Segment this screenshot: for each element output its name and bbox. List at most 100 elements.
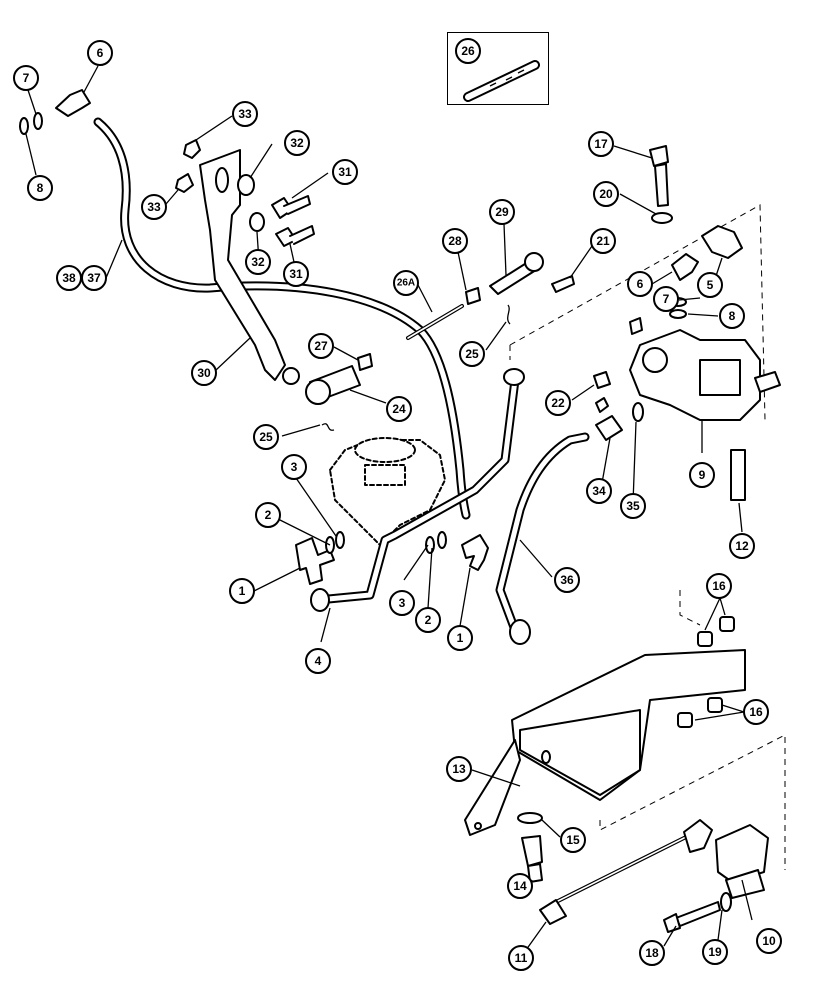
tube-12: [730, 449, 746, 501]
svg-text:13: 13: [452, 762, 466, 776]
svg-text:12: 12: [735, 539, 749, 553]
svg-text:22: 22: [551, 396, 565, 410]
callout-16: 16: [706, 573, 732, 599]
part-13-support-bracket: [464, 649, 746, 836]
svg-text:25: 25: [465, 347, 479, 361]
callout-32: 32: [284, 130, 310, 156]
callout-14: 14: [507, 873, 533, 899]
svg-text:34: 34: [592, 484, 606, 498]
callout-34: 34: [586, 478, 612, 504]
callout-21: 21: [590, 228, 616, 254]
svg-text:26A: 26A: [397, 278, 415, 289]
bolt-17-washer-20: [649, 145, 673, 224]
callout-3: 3: [281, 454, 307, 480]
svg-text:6: 6: [637, 277, 644, 291]
bushings-16: [677, 616, 735, 728]
callout-29: 29: [489, 199, 515, 225]
callout-6: 6: [627, 271, 653, 297]
washer-15-bolt-14: [517, 812, 543, 883]
svg-text:32: 32: [290, 136, 304, 150]
svg-text:37: 37: [87, 271, 101, 285]
svg-text:29: 29: [495, 205, 509, 219]
svg-text:7: 7: [663, 292, 670, 306]
svg-text:24: 24: [392, 402, 406, 416]
callout-37: 37: [81, 265, 107, 291]
callout-17: 17: [588, 131, 614, 157]
svg-text:3: 3: [291, 460, 298, 474]
callout-2: 2: [255, 502, 281, 528]
svg-text:4: 4: [315, 654, 322, 668]
pipe-4: [310, 368, 525, 612]
callout-8: 8: [27, 175, 53, 201]
callout-22: 22: [545, 390, 571, 416]
svg-text:16: 16: [712, 579, 726, 593]
callout-19: 19: [702, 939, 728, 965]
part-26-coupling: [463, 60, 540, 102]
svg-text:9: 9: [699, 468, 706, 482]
valve-housing: [329, 437, 446, 546]
svg-text:35: 35: [626, 499, 640, 513]
callout-11: 11: [508, 945, 534, 971]
callout-38: 38: [56, 265, 82, 291]
callout-33: 33: [141, 194, 167, 220]
callout-31: 31: [332, 159, 358, 185]
svg-text:8: 8: [729, 309, 736, 323]
callout-9: 9: [689, 462, 715, 488]
callout-33: 33: [232, 101, 258, 127]
svg-text:17: 17: [594, 137, 608, 151]
callout-2: 2: [415, 607, 441, 633]
svg-text:18: 18: [645, 946, 659, 960]
svg-text:10: 10: [762, 934, 776, 948]
svg-text:15: 15: [566, 833, 580, 847]
callout-7: 7: [13, 65, 39, 91]
pin-24: [305, 353, 373, 405]
valve-9: [629, 317, 781, 421]
svg-text:27: 27: [314, 339, 328, 353]
svg-text:8: 8: [37, 181, 44, 195]
adapter-34-35: [595, 397, 644, 441]
callout-30: 30: [191, 360, 217, 386]
svg-text:7: 7: [23, 71, 30, 85]
svg-text:1: 1: [239, 584, 246, 598]
callout-3: 3: [389, 590, 415, 616]
callout-6: 6: [87, 40, 113, 66]
callout-1: 1: [229, 578, 255, 604]
svg-text:19: 19: [708, 945, 722, 959]
hardware-31-33: [175, 139, 315, 247]
leader-lines: [25, 65, 753, 951]
callout-26A: 26A: [393, 270, 419, 296]
callout-20: 20: [593, 181, 619, 207]
svg-text:11: 11: [515, 951, 528, 965]
svg-text:25: 25: [259, 430, 273, 444]
svg-text:2: 2: [425, 613, 432, 627]
part-30-bracket: [199, 149, 300, 385]
callout-25: 25: [253, 424, 279, 450]
svg-text:20: 20: [599, 187, 613, 201]
svg-text:26: 26: [461, 44, 475, 58]
callout-26: 26: [455, 38, 481, 64]
svg-text:33: 33: [238, 107, 252, 121]
callout-28: 28: [442, 228, 468, 254]
rod-26A-assembly: [406, 252, 575, 340]
callout-35: 35: [620, 493, 646, 519]
callout-12: 12: [729, 533, 755, 559]
callout-13: 13: [446, 756, 472, 782]
callout-15: 15: [560, 827, 586, 853]
svg-text:33: 33: [147, 200, 161, 214]
svg-text:31: 31: [289, 267, 303, 281]
svg-text:3: 3: [399, 596, 406, 610]
svg-text:36: 36: [560, 573, 574, 587]
callout-32: 32: [245, 249, 271, 275]
callout-16: 16: [743, 699, 769, 725]
callout-24: 24: [386, 396, 412, 422]
solenoid-10-cable-11: [539, 819, 769, 925]
callout-5: 5: [697, 272, 723, 298]
svg-text:2: 2: [265, 508, 272, 522]
callout-36: 36: [554, 567, 580, 593]
callout-10: 10: [756, 928, 782, 954]
callout-27: 27: [308, 333, 334, 359]
bolt-18: [663, 901, 721, 933]
callout-31: 31: [283, 261, 309, 287]
